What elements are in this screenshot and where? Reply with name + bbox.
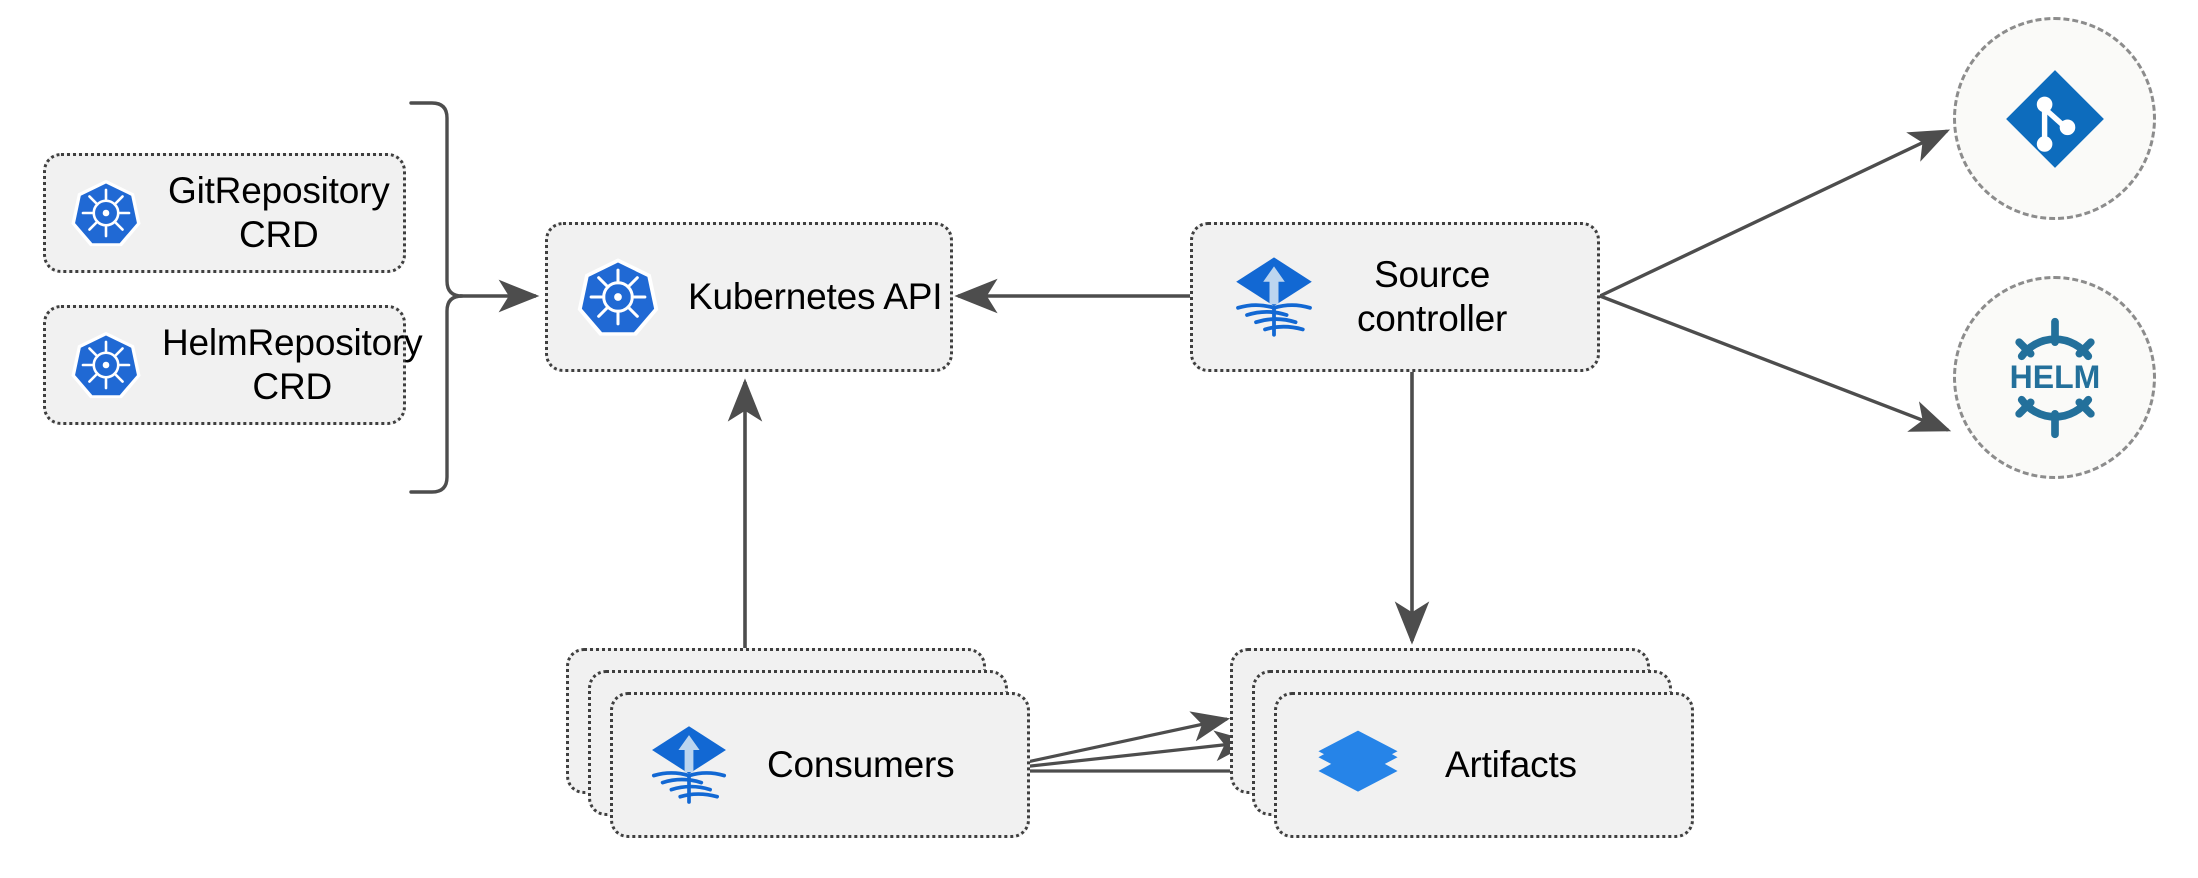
node-kubernetes-api[interactable]: Kubernetes API (545, 222, 953, 372)
node-consumers[interactable]: Consumers (610, 692, 1030, 838)
kubernetes-icon (70, 177, 142, 249)
node-source-controller[interactable]: Source controller (1190, 222, 1600, 372)
node-artifacts[interactable]: Artifacts (1274, 692, 1694, 838)
helm-icon: HELM (1991, 314, 2119, 442)
node-label: Source controller (1357, 254, 1508, 339)
kubernetes-icon (576, 255, 660, 339)
node-git[interactable] (1953, 17, 2156, 220)
helm-wordmark: HELM (2009, 359, 2100, 395)
crd-bracket (409, 101, 540, 494)
node-label: Artifacts (1445, 744, 1577, 786)
layers-icon (1315, 722, 1401, 808)
node-label: Kubernetes API (688, 276, 943, 318)
node-git-repository-crd[interactable]: GitRepository CRD (43, 153, 406, 273)
git-icon (2003, 67, 2107, 171)
flux-icon (1229, 252, 1319, 342)
node-helm[interactable]: HELM (1953, 276, 2156, 479)
edge-source-to-helm (1599, 294, 1952, 432)
edge-source-to-git (1599, 129, 1951, 298)
flux-icon (645, 721, 733, 809)
node-helm-repository-crd[interactable]: HelmRepository CRD (43, 305, 423, 425)
node-label: Consumers (767, 744, 955, 786)
node-label: HelmRepository CRD (162, 322, 423, 407)
node-label: GitRepository CRD (168, 170, 390, 255)
kubernetes-icon (70, 329, 142, 401)
